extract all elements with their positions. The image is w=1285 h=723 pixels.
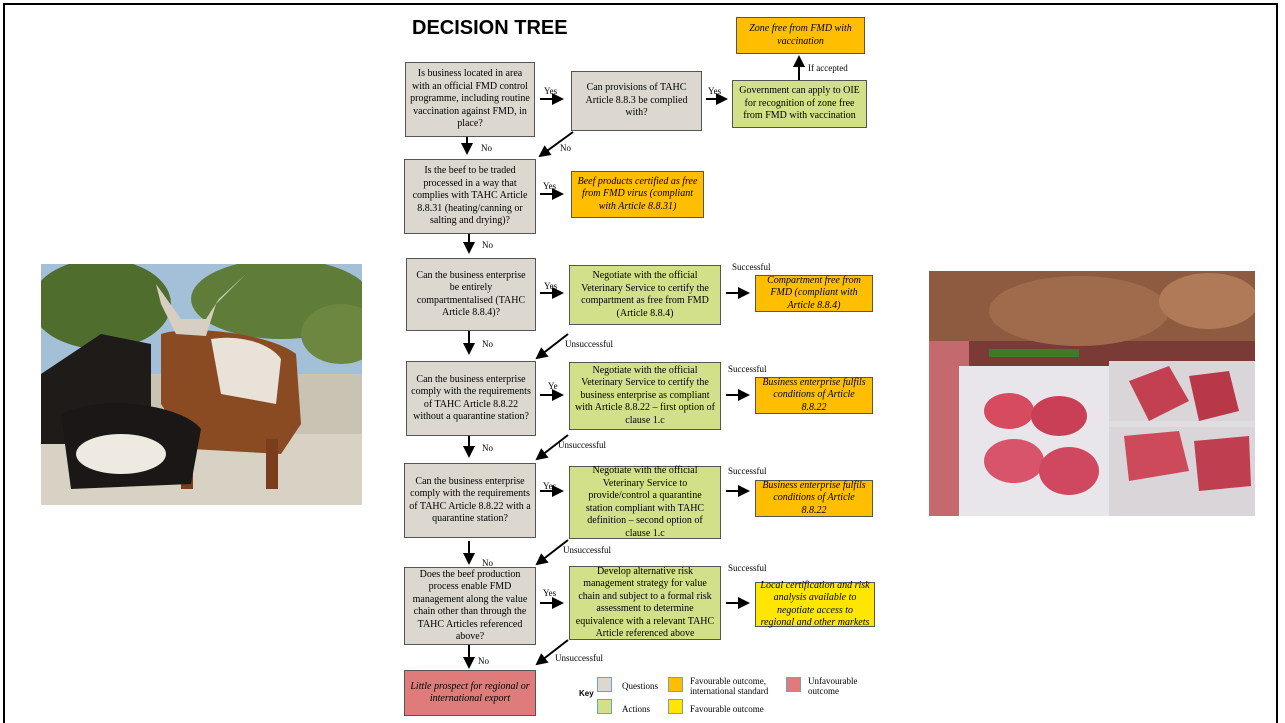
- no-label: No: [481, 143, 492, 153]
- unsuccessful-label: Unsuccessful: [565, 339, 613, 349]
- outcome-fulfils-conditions-2: Business enterprise fulfils conditions o…: [755, 480, 873, 517]
- action-quarantine-station: Negotiate with the official Veterinary S…: [569, 465, 721, 539]
- no-label: No: [482, 443, 493, 453]
- action-certify-first-option: Negotiate with the official Veterinary S…: [569, 362, 721, 430]
- unsuccessful-label: Unsuccessful: [555, 653, 603, 663]
- cattle-photo: [41, 264, 362, 505]
- question-fmd-control-programme: Is business located in area with an offi…: [405, 62, 535, 137]
- key-unfavourable-swatch: [786, 677, 801, 692]
- outcome-fulfils-conditions-1: Business enterprise fulfils conditions o…: [755, 377, 873, 414]
- successful-label: Successful: [728, 364, 767, 374]
- outcome-zone-free-with-vaccination: Zone free from FMD with vaccination: [736, 17, 865, 54]
- meat-counter-photo: [929, 271, 1255, 516]
- successful-label: Successful: [728, 466, 767, 476]
- yes-label: Yes: [543, 588, 557, 598]
- key-unfavourable-label: Unfavourable outcome: [808, 676, 858, 696]
- action-certify-compartment: Negotiate with the official Veterinary S…: [569, 265, 721, 325]
- question-comply-without-quarantine: Can the business enterprise comply with …: [406, 361, 536, 436]
- action-apply-to-oie: Government can apply to OIE for recognit…: [732, 80, 867, 128]
- successful-label: Successful: [728, 563, 767, 573]
- outcome-compartment-free: Compartment free from FMD (compliant wit…: [755, 275, 873, 312]
- question-article-8-8-3: Can provisions of TAHC Article 8.8.3 be …: [571, 71, 702, 131]
- yes-label: Ye: [548, 381, 558, 391]
- action-alternative-risk-strategy: Develop alternative risk management stra…: [569, 566, 721, 640]
- question-alternative-fmd-management: Does the beef production process enable …: [404, 567, 536, 645]
- no-label: No: [482, 558, 493, 568]
- yes-label: Yes: [544, 86, 558, 96]
- yes-label: Yes: [544, 281, 558, 291]
- key-action-swatch: [597, 699, 612, 714]
- question-compartmentalised: Can the business enterprise be entirely …: [406, 258, 536, 331]
- no-label: No: [560, 143, 571, 153]
- question-comply-with-quarantine: Can the business enterprise comply with …: [404, 463, 536, 538]
- key-favourable-swatch: [668, 699, 683, 714]
- yes-label: Yes: [543, 481, 557, 491]
- yes-label: Yes: [543, 181, 557, 191]
- outcome-local-certification: Local certification and risk analysis av…: [755, 580, 875, 628]
- outcome-beef-products-certified: Beef products certified as free from FMD…: [571, 171, 704, 218]
- no-label: No: [482, 339, 493, 349]
- key-question-swatch: [597, 677, 612, 692]
- no-label: No: [482, 240, 493, 250]
- slide-frame: [3, 3, 1278, 723]
- yes-label: Yes: [708, 86, 722, 96]
- no-label: No: [478, 656, 489, 666]
- page-title: DECISION TREE: [412, 17, 568, 39]
- successful-label: Successful: [732, 262, 771, 272]
- key-favourable-label: Favourable outcome: [690, 704, 764, 714]
- question-beef-processing: Is the beef to be traded processed in a …: [404, 159, 536, 234]
- key-action-label: Actions: [622, 704, 650, 714]
- unsuccessful-label: Unsuccessful: [558, 440, 606, 450]
- key-title: Key: [579, 689, 594, 698]
- unsuccessful-label: Unsuccessful: [563, 545, 611, 555]
- key-favourable-international-swatch: [668, 677, 683, 692]
- key-question-label: Questions: [622, 681, 658, 691]
- outcome-little-prospect: Little prospect for regional or internat…: [404, 670, 536, 716]
- key-favourable-international-label: Favourable outcome, international standa…: [690, 676, 769, 696]
- if-accepted-label: If accepted: [808, 63, 848, 73]
